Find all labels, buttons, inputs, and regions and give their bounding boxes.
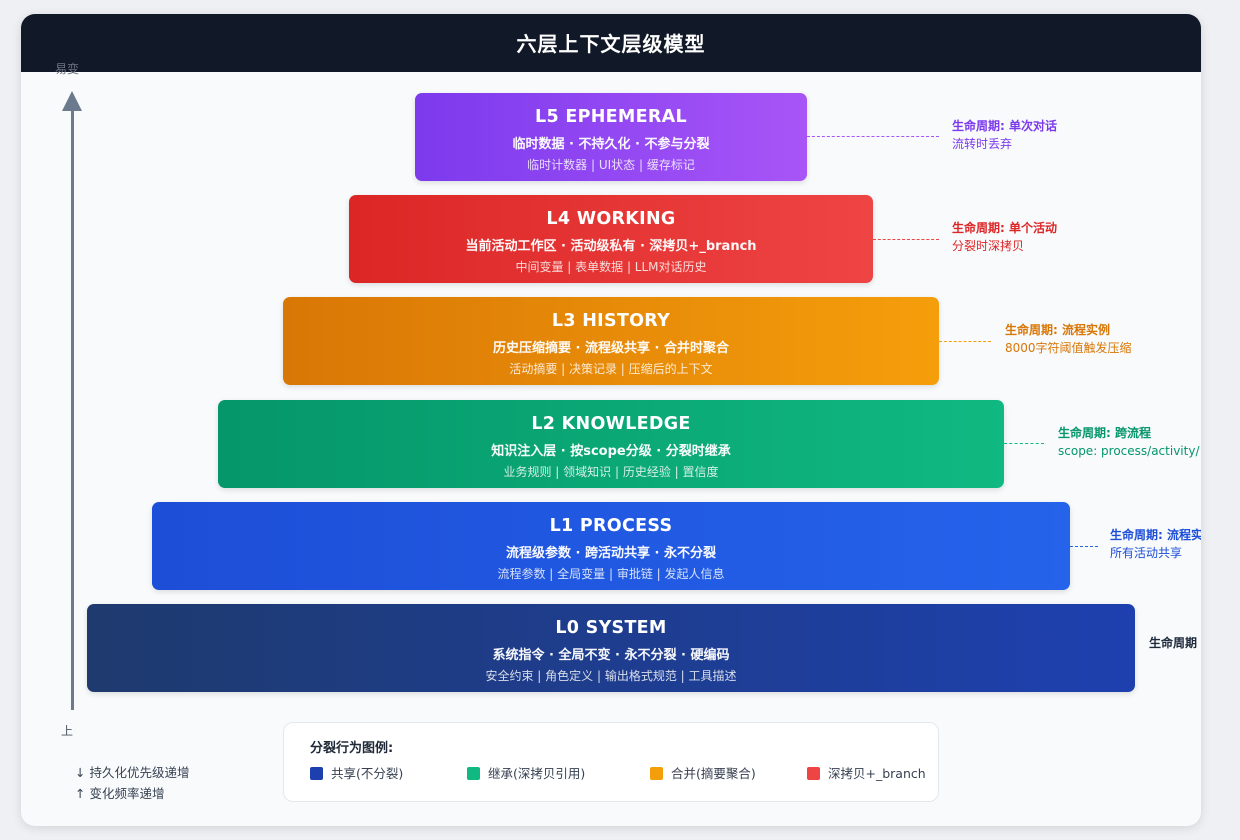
legend-label-inherit: 继承(深拷贝引用)	[488, 766, 586, 781]
layer-l1-connector	[1070, 546, 1098, 547]
legend-item-shared: 共享(不分裂)	[310, 763, 403, 782]
legend-label-deepcopy: 深拷贝+_branch	[828, 766, 926, 781]
layer-l3-description: 历史压缩摘要 · 流程级共享 · 合并时聚合	[493, 341, 729, 356]
legend-swatch-merge	[650, 767, 663, 780]
layer-l2-lifecycle-title: 生命周期: 跨流程	[1058, 426, 1151, 440]
axis-line	[71, 110, 74, 710]
axis-top-label: 易变	[55, 62, 80, 76]
legend-swatch-shared	[310, 767, 323, 780]
layer-l1-lifecycle-detail: 所有活动共享	[1110, 546, 1183, 560]
layer-l0-lifecycle-title: 生命周期	[1149, 636, 1198, 650]
layer-l1-title: L1 PROCESS	[549, 516, 673, 536]
layer-l2-connector	[1004, 443, 1044, 444]
layer-l4-lifecycle-detail: 分裂时深拷贝	[952, 239, 1025, 253]
layer-l3-lifecycle: 生命周期: 流程实例 8000字符阈值触发压缩	[1005, 321, 1132, 357]
axis-bottom-label: 上	[61, 724, 74, 738]
layer-l0-description: 系统指令 · 全局不变 · 永不分裂 · 硬编码	[492, 648, 730, 663]
layer-l5-connector	[807, 136, 939, 137]
layer-l4-connector	[873, 239, 939, 240]
layer-l1-lifecycle: 生命周期: 流程实 所有活动共享	[1110, 526, 1201, 562]
legend-label-shared: 共享(不分裂)	[331, 766, 404, 781]
layer-l1-examples: 流程参数 | 全局变量 | 审批链 | 发起人信息	[497, 567, 725, 581]
layer-l2-examples: 业务规则 | 领域知识 | 历史经验 | 置信度	[503, 465, 719, 479]
layer-l4-title: L4 WORKING	[546, 209, 676, 229]
layer-l2-title: L2 KNOWLEDGE	[531, 414, 691, 434]
legend-item-inherit: 继承(深拷贝引用)	[467, 763, 585, 782]
layer-l0-lifecycle: 生命周期	[1149, 634, 1197, 652]
legend-label-merge: 合并(摘要聚合)	[671, 766, 756, 781]
layer-l5-lifecycle: 生命周期: 单次对话 流转时丢弃	[952, 117, 1057, 153]
layer-l5-lifecycle-detail: 流转时丢弃	[952, 137, 1013, 151]
legend-title: 分裂行为图例:	[310, 741, 394, 756]
diagram-card: 六层上下文层级模型 易变 上 ↓ 持久化优先级递增 ↑ 变化频率递增 L5 EP…	[21, 14, 1201, 826]
layer-l2-lifecycle-detail: scope: process/activity/	[1058, 444, 1200, 458]
legend-item-merge: 合并(摘要聚合)	[650, 763, 756, 782]
layer-l0-title: L0 SYSTEM	[555, 618, 667, 638]
layer-l3-lifecycle-detail: 8000字符阈值触发压缩	[1005, 341, 1132, 355]
layer-l2-lifecycle: 生命周期: 跨流程 scope: process/activity/	[1058, 424, 1199, 460]
layer-l1-block[interactable]: L1 PROCESS 流程级参数 · 跨活动共享 · 永不分裂 流程参数 | 全…	[152, 502, 1070, 590]
legend-swatch-deepcopy	[807, 767, 820, 780]
layer-l3-block[interactable]: L3 HISTORY 历史压缩摘要 · 流程级共享 · 合并时聚合 活动摘要 |…	[283, 297, 939, 385]
axis-up-arrow-icon	[62, 91, 82, 111]
layer-l1-lifecycle-title: 生命周期: 流程实	[1110, 528, 1201, 542]
layer-l3-examples: 活动摘要 | 决策记录 | 压缩后的上下文	[509, 362, 713, 376]
legend-swatch-inherit	[467, 767, 480, 780]
layer-l4-lifecycle: 生命周期: 单个活动 分裂时深拷贝	[952, 219, 1057, 255]
diagram-title: 六层上下文层级模型	[21, 14, 1201, 72]
legend-item-deepcopy: 深拷贝+_branch	[807, 763, 926, 782]
note-change-frequency: ↑ 变化频率递增	[75, 786, 165, 801]
layer-l5-examples: 临时计数器 | UI状态 | 缓存标记	[527, 158, 695, 172]
layer-l0-examples: 安全约束 | 角色定义 | 输出格式规范 | 工具描述	[485, 669, 737, 683]
layer-l2-block[interactable]: L2 KNOWLEDGE 知识注入层 · 按scope分级 · 分裂时继承 业务…	[218, 400, 1004, 488]
layer-l3-connector	[939, 341, 991, 342]
layer-l3-lifecycle-title: 生命周期: 流程实例	[1005, 323, 1110, 337]
layer-l5-block[interactable]: L5 EPHEMERAL 临时数据 · 不持久化 · 不参与分裂 临时计数器 |…	[415, 93, 807, 181]
layer-l0-block[interactable]: L0 SYSTEM 系统指令 · 全局不变 · 永不分裂 · 硬编码 安全约束 …	[87, 604, 1135, 692]
layer-l4-description: 当前活动工作区 · 活动级私有 · 深拷贝+_branch	[465, 239, 757, 254]
layer-l4-block[interactable]: L4 WORKING 当前活动工作区 · 活动级私有 · 深拷贝+_branch…	[349, 195, 873, 283]
layer-l2-description: 知识注入层 · 按scope分级 · 分裂时继承	[491, 444, 731, 459]
note-persistence: ↓ 持久化优先级递增	[75, 765, 190, 780]
layer-l5-description: 临时数据 · 不持久化 · 不参与分裂	[512, 137, 710, 152]
layer-l4-examples: 中间变量 | 表单数据 | LLM对话历史	[515, 260, 707, 274]
layer-l5-lifecycle-title: 生命周期: 单次对话	[952, 119, 1057, 133]
layer-l1-description: 流程级参数 · 跨活动共享 · 永不分裂	[506, 546, 716, 561]
layer-l3-title: L3 HISTORY	[551, 311, 671, 331]
legend-panel: 分裂行为图例: 共享(不分裂) 继承(深拷贝引用) 合并(摘要聚合) 深拷贝+_…	[283, 722, 939, 802]
layer-l5-title: L5 EPHEMERAL	[535, 107, 687, 127]
layer-l4-lifecycle-title: 生命周期: 单个活动	[952, 221, 1057, 235]
